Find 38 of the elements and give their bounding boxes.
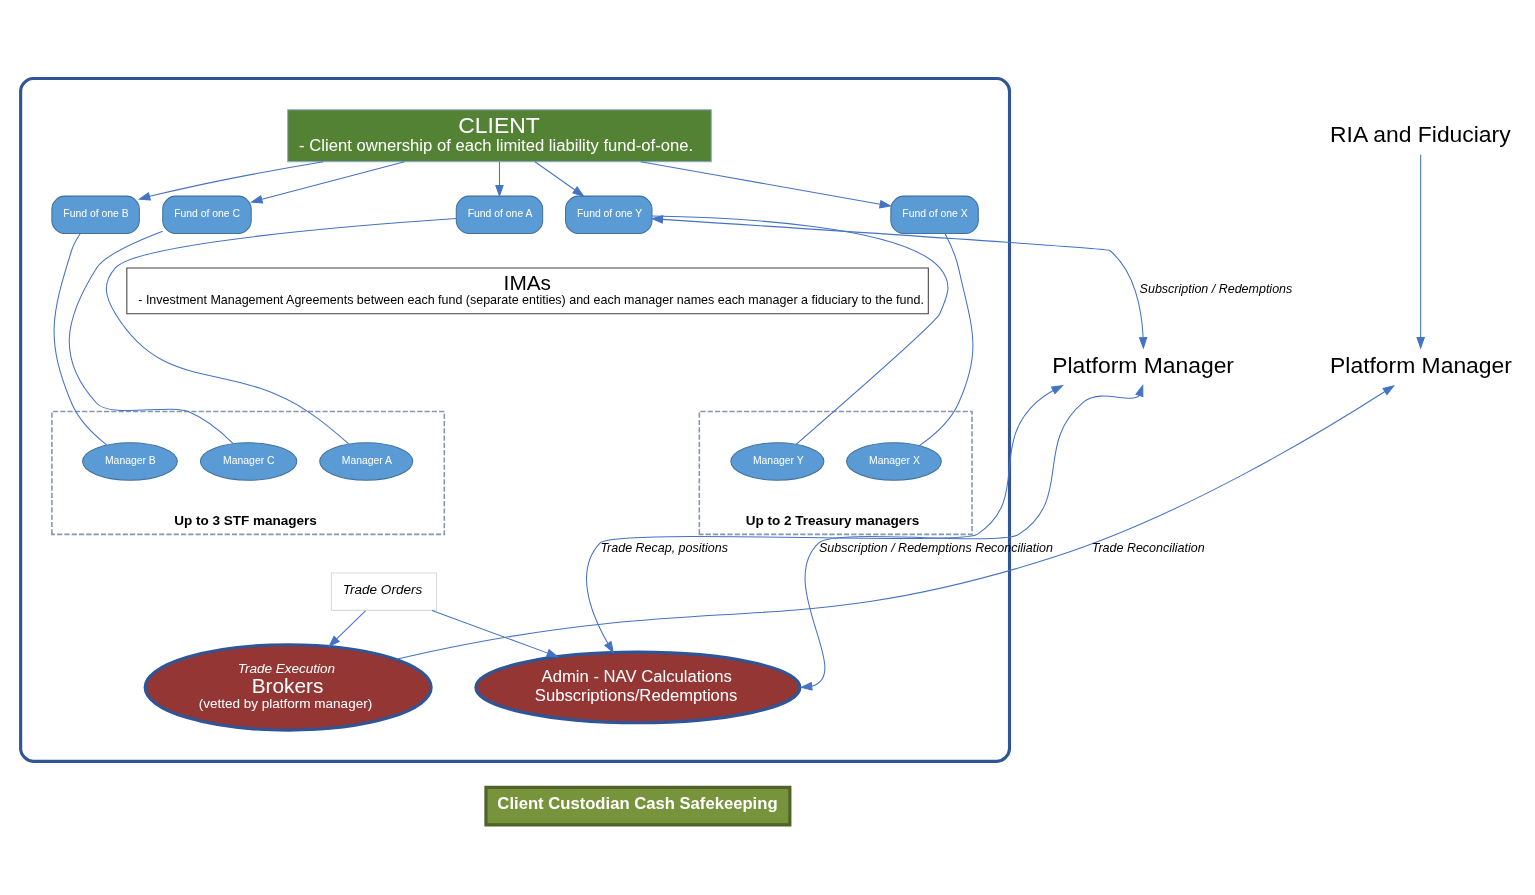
arrow bbox=[395, 384, 1395, 660]
connector bbox=[105, 218, 457, 445]
arrow bbox=[495, 161, 504, 198]
arrow bbox=[328, 610, 366, 648]
edge-label: Subscription / Redemptions bbox=[1139, 282, 1293, 297]
node-box: Fund of one Y bbox=[565, 195, 653, 235]
node-ellipse: Trade Execution Brokers (vetted by platform manager) bbox=[143, 643, 433, 732]
edge-label: Trade Reconciliation bbox=[1091, 540, 1205, 555]
connector bbox=[53, 233, 108, 446]
node-text: Platform Manager bbox=[1330, 351, 1512, 378]
node-ellipse: Manager C bbox=[199, 442, 298, 481]
node-text: RIA and Fiduciary bbox=[1330, 120, 1511, 147]
arrow bbox=[534, 161, 585, 197]
node-ellipse: Manager Y bbox=[730, 442, 825, 481]
connector bbox=[918, 233, 974, 447]
node-box: Fund of one B bbox=[51, 195, 140, 235]
arrow bbox=[640, 161, 893, 209]
arrow bbox=[586, 384, 1064, 654]
node-ellipse: Manager B bbox=[82, 442, 178, 481]
arrow bbox=[431, 609, 560, 658]
edge-label: Trade Recap, positions bbox=[600, 540, 728, 555]
connector bbox=[651, 215, 949, 445]
node-ellipse: Manager A bbox=[319, 442, 414, 481]
node-text: Platform Manager bbox=[1052, 351, 1234, 378]
arrow bbox=[799, 384, 1144, 691]
connector bbox=[68, 230, 234, 444]
node-ellipse: Manager X bbox=[846, 442, 942, 481]
node-box: Client Custodian Cash Safekeeping bbox=[484, 785, 792, 827]
arrow bbox=[650, 215, 1148, 350]
arrow bbox=[250, 161, 406, 204]
node-box: Trade Orders bbox=[330, 572, 437, 611]
node-box: CLIENT - Client ownership of each limited liability fund-of-one. bbox=[287, 109, 712, 163]
node-box: Fund of one X bbox=[890, 195, 979, 235]
arrow bbox=[1416, 154, 1426, 350]
node-box: Fund of one A bbox=[455, 195, 544, 235]
arrow bbox=[137, 161, 324, 201]
node-box: IMAs - Investment Management Agreements between each fund (separate entities) and each manager names each manager a fiduciary to the fund. bbox=[126, 267, 929, 315]
node-box: Fund of one C bbox=[162, 195, 252, 235]
